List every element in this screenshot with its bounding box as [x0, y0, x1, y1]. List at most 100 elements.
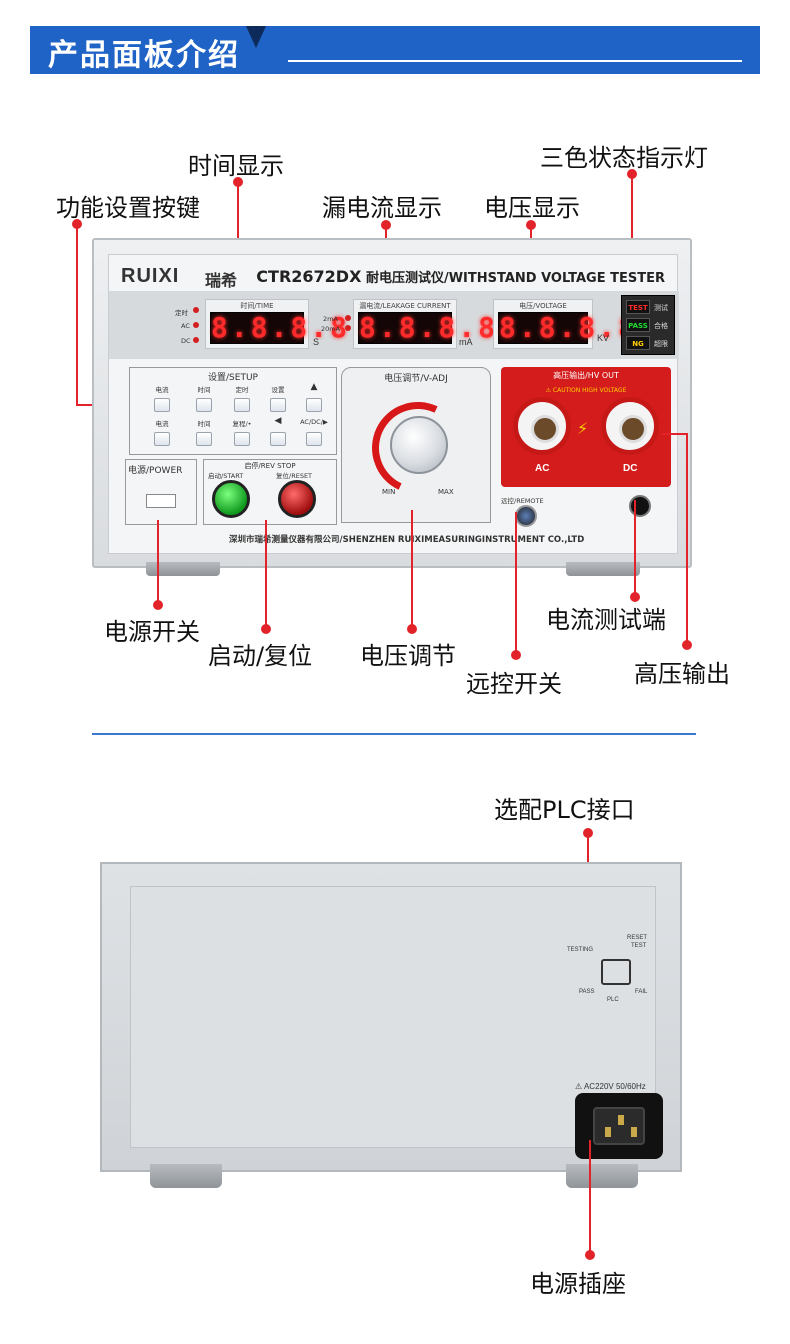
led-2ma: [345, 315, 351, 321]
socket-pin: [605, 1127, 611, 1137]
reset-button[interactable]: [278, 480, 316, 518]
voltage-knob[interactable]: [390, 416, 448, 474]
hv-ac-terminal[interactable]: [513, 397, 571, 455]
time-unit: S: [313, 337, 320, 347]
start-button[interactable]: [212, 480, 250, 518]
callout-line-remote: [515, 512, 517, 654]
socket-inlet: [593, 1107, 645, 1145]
key-label-time-up: 时间: [197, 386, 211, 394]
callout-dot: [682, 640, 692, 650]
section-banner: 产品面板介绍: [30, 26, 760, 74]
key-label-time-down: 时间: [197, 420, 211, 428]
front-foot-left: [146, 562, 220, 576]
status-ng-label: 超限: [654, 340, 668, 348]
power-button[interactable]: [146, 494, 176, 508]
hv-ac-label: AC: [535, 463, 550, 474]
left-key[interactable]: [270, 432, 286, 446]
power-section: 电源/POWER: [125, 459, 197, 525]
model-description: 耐电压测试仪/WITHSTAND VOLTAGE TESTER: [365, 271, 665, 286]
banner-underline: [288, 60, 742, 62]
front-foot-right: [566, 562, 640, 576]
callout-dot: [261, 624, 271, 634]
current-up-key[interactable]: [154, 398, 170, 412]
current-test-port[interactable]: [629, 495, 651, 517]
voltage-adjust-panel: 电压调节/V-ADJ MIN MAX: [341, 367, 491, 523]
led-label-timing: 定时: [175, 309, 188, 317]
led-timing: [193, 307, 199, 313]
vadj-min: MIN: [382, 488, 396, 496]
key-label-current-up: 电流: [155, 386, 169, 394]
company-name: 深圳市瑞希测量仪器有限公司/SHENZHEN RUIXIMEASURINGINS…: [229, 535, 585, 545]
leakage-unit: mA: [459, 337, 473, 347]
plc-pass-text: PASS: [579, 989, 595, 995]
label-current-port: 电流测试端: [546, 606, 666, 634]
model-title: CTR2672DX 耐电压测试仪/WITHSTAND VOLTAGE TESTE…: [256, 267, 665, 286]
label-leakage-display: 漏电流显示: [322, 194, 442, 222]
time-display-panel: 时间/TIME 8.8.8.8: [205, 299, 347, 349]
model-number: CTR2672DX: [256, 267, 362, 286]
banner-notch: [246, 26, 266, 48]
leakage-display-panel: 漏电流/LEAKAGE CURRENT 8.8.8.8: [353, 299, 499, 349]
callout-line-power: [157, 520, 159, 604]
callout-line-current: [634, 500, 636, 596]
remote-label: 远控/REMOTE: [501, 497, 544, 505]
label-function-keys: 功能设置按键: [56, 194, 200, 222]
label-plc-port: 选配PLC接口: [494, 796, 635, 824]
callout-line-led: [631, 174, 633, 296]
led-dc: [193, 337, 199, 343]
status-test-led: TEST: [626, 300, 650, 314]
set-key[interactable]: [270, 398, 286, 412]
label-voltage-adjust: 电压调节: [360, 642, 456, 670]
plc-test-text: TEST: [631, 943, 647, 949]
hv-title: 高压输出/HV OUT: [553, 371, 619, 380]
led-ac: [193, 322, 199, 328]
current-down-key[interactable]: [154, 432, 170, 446]
reset-label: 复位/RESET: [276, 472, 313, 480]
leakage-caption: 漏电流/LEAKAGE CURRENT: [359, 302, 451, 310]
label-power-socket: 电源插座: [530, 1270, 626, 1298]
vadj-title: 电压调节/V-ADJ: [384, 374, 448, 384]
rear-panel-face: RESET TEST TESTING PASS FAIL PLC ⚠ AC220…: [130, 886, 663, 1159]
callout-line-hv-h: [662, 433, 688, 435]
setup-title: 设置/SETUP: [208, 373, 258, 383]
timer-key[interactable]: [234, 398, 250, 412]
start-stop-section: 启停/REV STOP 启动/START 复位/RESET: [203, 459, 337, 525]
key-label-left: ◀: [274, 416, 282, 426]
plc-name-text: PLC: [607, 997, 619, 1003]
plc-testing-text: TESTING: [567, 947, 594, 953]
range-2ma: 2mA: [323, 315, 338, 323]
callout-line-vadj: [411, 510, 413, 628]
remote-connector[interactable]: [515, 505, 537, 527]
time-down-key[interactable]: [196, 432, 212, 446]
front-panel-face: RUIXI 瑞希 CTR2672DX 耐电压测试仪/WITHSTAND VOLT…: [108, 254, 679, 554]
start-label: 启动/START: [208, 472, 244, 480]
callout-line-socket: [589, 1140, 591, 1254]
power-socket[interactable]: [575, 1093, 663, 1159]
socket-pin: [631, 1127, 637, 1137]
callout-dot: [511, 650, 521, 660]
socket-pin: [618, 1115, 624, 1125]
callout-dot: [407, 624, 417, 634]
hv-dc-terminal[interactable]: [601, 397, 659, 455]
up-key[interactable]: [306, 398, 322, 412]
key-label-set: 设置: [271, 386, 285, 394]
status-indicator: TEST 测试 PASS 合格 NG 超限: [621, 295, 675, 355]
led-label-ac: AC: [181, 322, 190, 330]
label-start-reset: 启动/复位: [208, 642, 313, 670]
voltage-display-panel: 电压/VOLTAGE 8.8.8.8: [493, 299, 639, 349]
plc-connector-icon[interactable]: [601, 959, 631, 985]
acdc-right-key[interactable]: [306, 432, 322, 446]
leakage-readout: 8.8.8.8: [358, 311, 499, 344]
time-up-key[interactable]: [196, 398, 212, 412]
hv-output-panel: 高压输出/HV OUT ⚠ CAUTION HIGH VOLTAGE ⚡ AC …: [501, 367, 671, 487]
label-remote-switch: 远控开关: [466, 670, 562, 698]
setup-keypad: 设置/SETUP 电流 时间 定时 设置 ▲ 电流 时间 复程/• ◀ AC/D…: [129, 367, 337, 455]
start-stop-title: 启停/REV STOP: [244, 462, 296, 470]
voltage-readout: 8.8.8.8: [498, 311, 639, 344]
label-hv-output: 高压输出: [634, 660, 730, 688]
voltage-unit: KV: [597, 333, 610, 343]
plc-reset-text: RESET: [627, 935, 648, 941]
plc-fail-text: FAIL: [635, 989, 648, 995]
key-label-current-down: 电流: [155, 420, 169, 428]
reset-cycle-key[interactable]: [234, 432, 250, 446]
